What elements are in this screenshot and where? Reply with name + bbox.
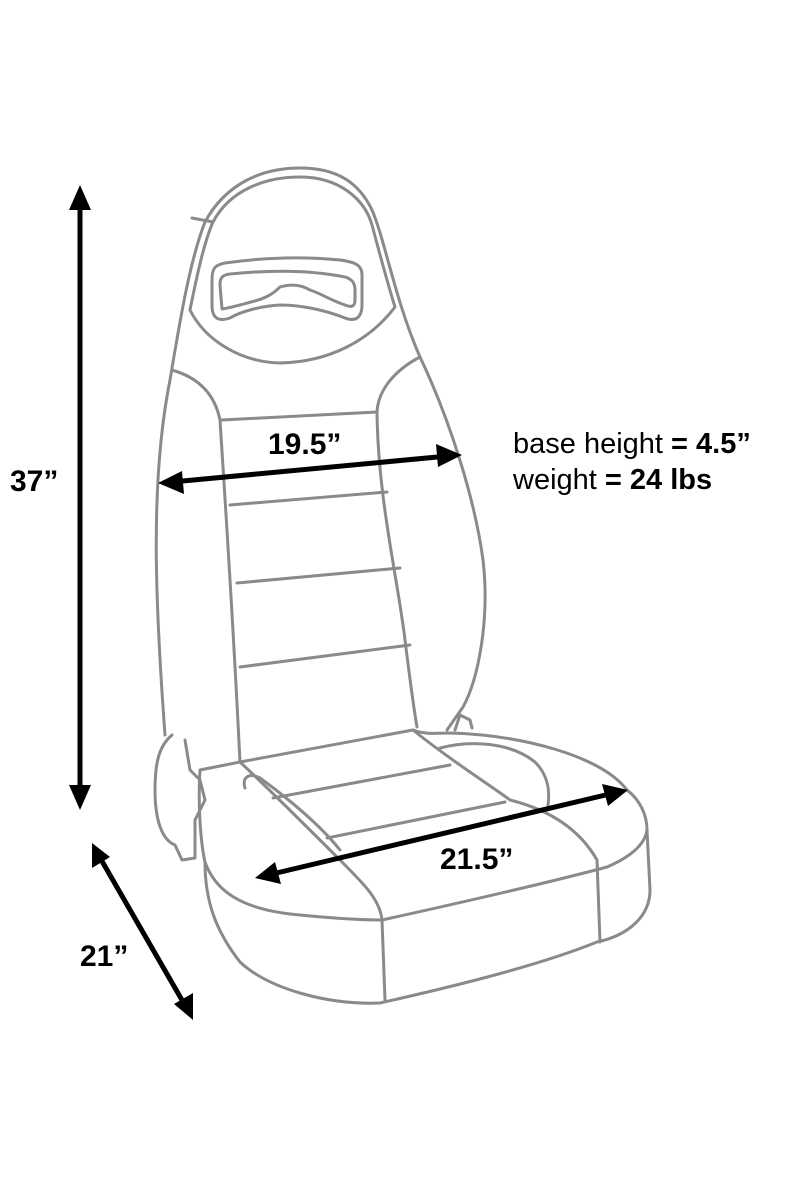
seat-side-face bbox=[203, 828, 652, 1005]
backrest-side-seam bbox=[190, 216, 215, 224]
right-hinge bbox=[453, 713, 474, 732]
base-height-spec: base height = 4.5” bbox=[513, 428, 751, 461]
recliner-hinge bbox=[153, 733, 207, 862]
seat-seam bbox=[325, 800, 507, 840]
seat-right-thigh bbox=[438, 742, 551, 807]
headrest bbox=[188, 175, 397, 365]
seat-width-arrow bbox=[255, 784, 628, 884]
back-width-arrow bbox=[158, 444, 462, 494]
panel-seam bbox=[228, 490, 389, 507]
spec-label: base height bbox=[513, 428, 663, 460]
seat-seam bbox=[271, 763, 452, 800]
panel-seam bbox=[235, 566, 402, 585]
left-bolster bbox=[170, 368, 242, 764]
headrest-slot-outer bbox=[210, 256, 364, 321]
headrest-slot-inner bbox=[218, 269, 357, 311]
back-width-label: 19.5” bbox=[268, 428, 342, 461]
depth-label: 21” bbox=[80, 940, 129, 973]
spec-value: 4.5” bbox=[696, 428, 751, 460]
spec-equals: = bbox=[596, 464, 630, 496]
spec-equals: = bbox=[662, 428, 697, 460]
spec-value: 24 lbs bbox=[629, 464, 713, 496]
seat-outline bbox=[153, 166, 652, 1005]
seat-right-bolster bbox=[411, 728, 602, 944]
panel-seam bbox=[220, 410, 379, 422]
height-arrow bbox=[69, 185, 91, 810]
seat-top-surface bbox=[197, 768, 649, 922]
right-bolster bbox=[375, 355, 422, 729]
panel-seam bbox=[238, 643, 412, 669]
spec-label: weight bbox=[513, 464, 597, 496]
height-label: 37” bbox=[10, 465, 59, 498]
weight-spec: weight = 24 lbs bbox=[513, 464, 712, 497]
seat-left-bolster bbox=[238, 760, 387, 1002]
depth-arrow bbox=[92, 843, 193, 1020]
seat-back-edge bbox=[198, 728, 649, 832]
seat-left-thigh bbox=[242, 774, 342, 852]
seat-width-label: 21.5” bbox=[440, 843, 514, 876]
dimension-arrows bbox=[69, 185, 628, 1020]
backrest-outer bbox=[154, 166, 487, 737]
